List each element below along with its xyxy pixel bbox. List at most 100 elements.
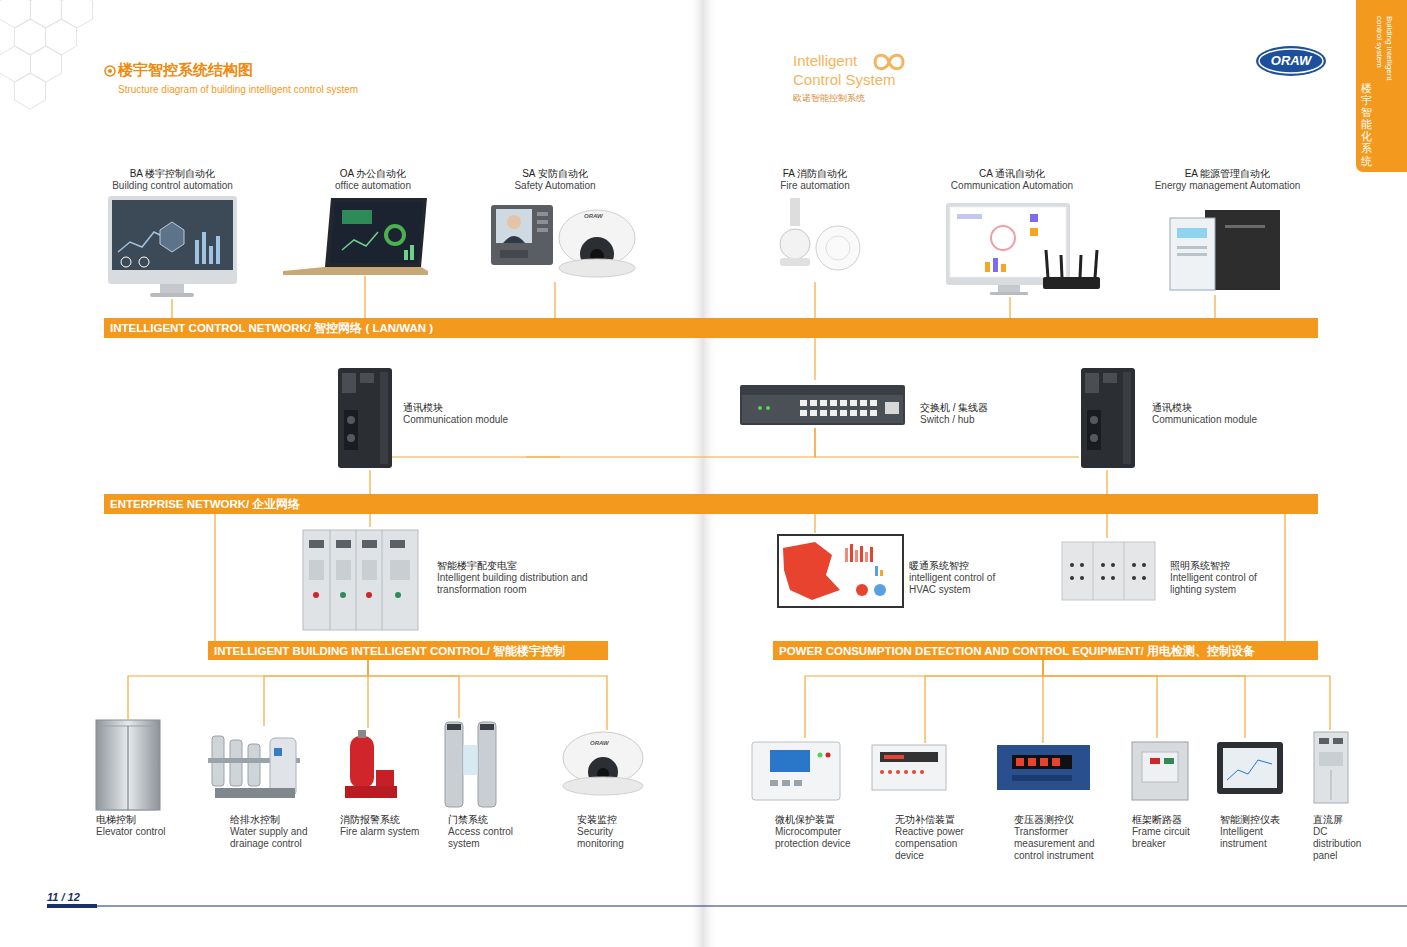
communication-module-icon [1090,416,1098,424]
connector-line [554,282,555,318]
switchgear-icon [313,592,319,598]
device-node: 智能楼宇配变电室Intelligent building distributio… [300,527,630,632]
connector-line [1106,470,1107,494]
device-label: 智能测控仪表Intelligent instrument [1220,814,1300,850]
switchgear-icon [356,530,357,630]
laptop-icon [342,210,372,224]
switchgear-icon [336,540,351,548]
device-label: 框架断路器Frame circuit breaker [1132,814,1207,850]
lighting-controller-icon [1132,576,1136,580]
device-label: BA 楼宇控制自动化Building control automation [100,168,245,192]
network-switch-icon [870,410,877,416]
network-switch-icon [840,400,847,406]
label-en: DC distribution panel [1313,826,1375,862]
side-tab [1356,0,1407,172]
label-zh: 安装监控 [577,814,647,826]
protection-device-icon [782,780,790,786]
device-node: 交换机 / 集线器Switch / hub [738,380,1008,428]
switchgear-icon [330,530,331,630]
lighting-controller-icon [1142,563,1146,567]
communication-module-icon [344,410,358,450]
lighting-controller-icon [1070,563,1074,567]
connector-line [368,660,459,718]
label-zh: CA 通讯自动化 [932,168,1092,180]
label-zh: 电梯控制 [96,814,184,826]
protection-device-icon [770,750,810,772]
protection-device-icon [818,753,823,758]
switchgear-icon [382,530,383,630]
label-zh: 直流屏 [1313,814,1375,826]
switchgear-icon [362,560,377,580]
connector-line [815,428,1079,457]
switchgear-icon [303,530,418,630]
side-tab [1356,0,1407,172]
network-switch-icon [830,400,837,406]
fire-detector-icon [780,258,810,266]
compensation-device-icon [904,770,908,774]
communication-module-icon [360,373,374,383]
intercom-icon [491,205,553,265]
label-en: Access control system [448,826,530,850]
label-zh: 智能楼宇配变电室 [437,560,627,572]
connector-line [805,660,1043,738]
band-text: INTELLIGENT CONTROL NETWORK/ 智控网络 ( LAN/… [104,318,439,338]
lighting-controller-icon [1111,563,1115,567]
transformer-instrument-icon [1012,755,1072,769]
communication-module-icon [1123,372,1131,464]
label-en: Intelligent instrument [1220,826,1300,850]
network-band: INTELLIGENT BUILDING INTELLIGENT CONTROL… [208,641,608,660]
hexagon-pattern [30,46,61,82]
communication-module-icon [347,434,355,442]
label-zh: 消防报警系统 [340,814,428,826]
label-en: Security monitoring [577,826,647,850]
fire-detector-icon [826,236,850,260]
device-label: CA 通讯自动化Communication Automation [932,168,1092,192]
communication-module-icon [1081,368,1135,468]
communication-module-icon [338,368,392,468]
device-node: BA 楼宇控制自动化Building control automation [100,168,247,299]
label-en: Intelligent building distribution and tr… [437,572,627,596]
network-band: POWER CONSUMPTION DETECTION AND CONTROL … [773,641,1318,660]
energy-meter-icon [1170,210,1280,290]
intercom-icon [491,205,553,265]
label-en: Elevator control [96,826,184,838]
compensation-device-icon [920,770,924,774]
side-tab-text: 楼宇智能化系统 [1361,82,1372,167]
label-en: Safety Automation [480,180,630,192]
lighting-controller-icon [1124,542,1125,600]
connector-line [814,282,815,318]
device-node: 消防报警系统Fire alarm system [337,728,430,840]
title-icon [105,66,115,76]
device-label: 直流屏DC distribution panel [1313,814,1375,862]
monitor-router-icon [985,262,990,272]
label-zh: 交换机 / 集线器 [920,402,1005,414]
device-label: 通讯模块Communication module [1152,402,1267,426]
monitor-router-icon [1046,250,1048,278]
fire-detector-icon [780,198,860,270]
hvac-screen-icon [856,584,868,596]
connector-line [1043,660,1330,730]
side-tab-text: Building intelligent control system [1374,16,1394,100]
page-number: 11 / 12 [47,891,80,904]
device-node: 无功补偿装置Reactive power compensation device [868,743,972,867]
compensation-device-icon [872,745,946,790]
device-label: 电梯控制Elevator control [96,814,184,838]
network-switch-icon [820,400,827,406]
switchgear-icon [390,540,405,548]
hexagon-pattern [30,0,61,28]
monitor-icon [160,284,184,294]
brand-logo [1256,46,1326,76]
hexagon-pattern [14,73,45,109]
label-en: Switch / hub [920,414,1005,426]
monitor-router-icon [998,285,1020,293]
energy-meter-icon [1177,246,1207,249]
network-switch-icon [740,385,905,425]
page-footer-rule [47,904,97,908]
label-en: Communication module [403,414,523,426]
device-node: 通讯模块Communication module [1079,366,1269,470]
transformer-instrument-icon [1012,775,1072,781]
camera-logo: ORAW [584,213,603,220]
label-zh: EA 能源管理自动化 [1145,168,1310,180]
